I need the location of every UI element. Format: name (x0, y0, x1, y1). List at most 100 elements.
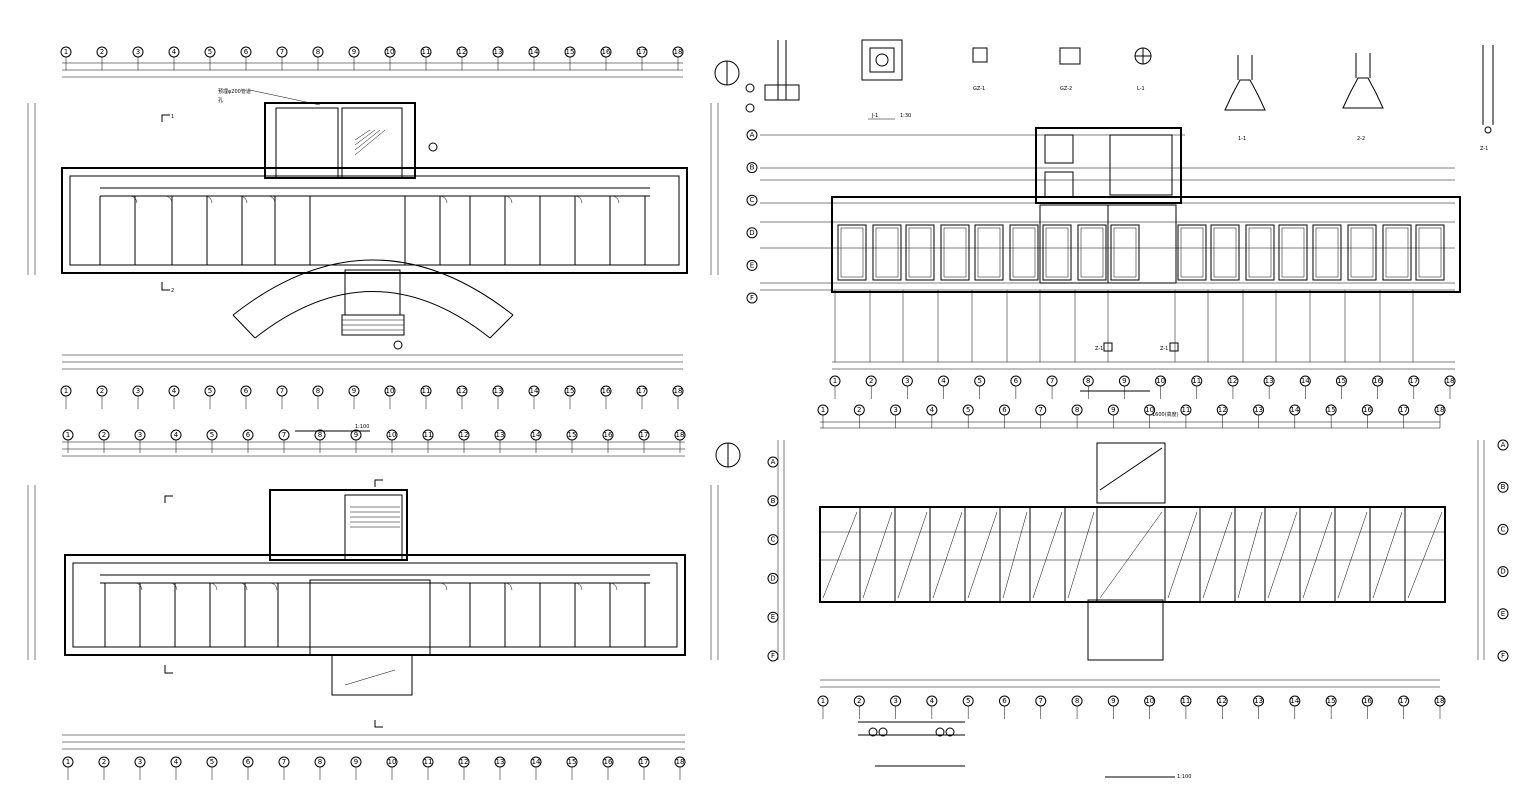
axis-bubble-br-bot-3: 3 (890, 695, 902, 707)
axis-bubble-tr-left-D: D (746, 227, 758, 239)
door-swings (134, 582, 618, 591)
axis-bubble-tl-bot-15: 15 (564, 385, 576, 397)
axis-bubble-br-left-D: D (767, 572, 779, 584)
svg-text:3: 3 (138, 758, 142, 766)
svg-text:F: F (750, 294, 754, 302)
axis-bubble-tl-top-1: 1 (60, 46, 72, 58)
axis-bubble-br-bot-5: 5 (962, 695, 974, 707)
pipe-note-suffix: 孔 (218, 97, 223, 104)
axis-bubble-bl-bot-5: 5 (206, 756, 218, 768)
axis-bubble-tl-top-3: 3 (132, 46, 144, 58)
axis-bubble-bl-top-5: 5 (206, 429, 218, 441)
axis-bubble-tl-bot-4: 4 (168, 385, 180, 397)
svg-text:12: 12 (458, 48, 467, 56)
svg-text:9: 9 (354, 431, 358, 439)
detail-gz2: GZ-2 (1059, 47, 1081, 92)
svg-text:9: 9 (1111, 697, 1115, 705)
svg-text:11: 11 (422, 48, 431, 56)
axis-bubble-bl-top-7: 7 (278, 429, 290, 441)
svg-text:3: 3 (905, 377, 909, 385)
axis-bubble-br-left-C: C (767, 534, 779, 546)
axis-bubble-tr-bot-16: 16 (1372, 375, 1384, 387)
axis-bubble-bl-bot-17: 17 (638, 756, 650, 768)
axis-bubble-br-top-1: 1 (817, 404, 829, 416)
axis-bubble-tl-bot-3: 3 (132, 385, 144, 397)
svg-text:D: D (749, 229, 754, 237)
north-arrow-icon (714, 60, 740, 86)
svg-text:F: F (1501, 652, 1505, 660)
axis-bubble-br-right-A: A (1497, 439, 1509, 451)
plan-scale: 1:100 (355, 424, 369, 430)
axis-bubble-br-right-B: B (1497, 481, 1509, 493)
detail-l1-label: L-1 (1137, 86, 1145, 92)
axis-bubble-bl-bot-16: 16 (602, 756, 614, 768)
axis-bubble-br-top-13: 13 (1253, 404, 1265, 416)
svg-text:18: 18 (674, 387, 683, 395)
detail-gz1: GZ-1 (972, 47, 988, 92)
roof-top-note: 1600(高度) (1152, 411, 1179, 418)
axis-bubble-br-right-C: C (1497, 523, 1509, 535)
axis-bubble-tl-top-7: 7 (276, 46, 288, 58)
rebar-legend-icon (858, 721, 965, 737)
axis-bubble-tr-left-C: C (746, 194, 758, 206)
axis-bubble-bl-bot-7: 7 (278, 756, 290, 768)
svg-text:16: 16 (602, 387, 611, 395)
stair-top-left (354, 129, 386, 156)
svg-text:12: 12 (1218, 697, 1227, 705)
axis-bubble-tr-left-E: E (746, 259, 758, 271)
axis-bubble-br-bot-9: 9 (1107, 695, 1119, 707)
axis-bubble-tl-top-17: 17 (636, 46, 648, 58)
detail-1-1: 1-1 (1224, 55, 1266, 142)
room-partitions (104, 583, 646, 647)
svg-text:13: 13 (496, 758, 505, 766)
svg-text:16: 16 (604, 758, 613, 766)
axis-bubble-bl-top-10: 10 (386, 429, 398, 441)
axis-bubble-bl-top-13: 13 (494, 429, 506, 441)
svg-text:1: 1 (833, 377, 837, 385)
axis-bubble-tl-bot-10: 10 (384, 385, 396, 397)
svg-text:8: 8 (1086, 377, 1090, 385)
svg-text:13: 13 (1254, 406, 1263, 414)
axis-bubble-bl-top-15: 15 (566, 429, 578, 441)
axis-bubble-bl-bot-13: 13 (494, 756, 506, 768)
axis-bubble-tl-top-15: 15 (564, 46, 576, 58)
slab-panels (819, 507, 1446, 602)
svg-text:C: C (1501, 525, 1506, 533)
svg-text:4: 4 (930, 406, 935, 414)
axis-bubble-tl-bot-17: 17 (636, 385, 648, 397)
axis-bubble-br-top-15: 15 (1325, 404, 1337, 416)
svg-text:2: 2 (100, 387, 104, 395)
axis-bubble-br-bot-12: 12 (1216, 695, 1228, 707)
svg-text:4: 4 (172, 48, 177, 56)
axis-bubble-tl-bot-5: 5 (204, 385, 216, 397)
axis-bubble-tr-bot-5: 5 (974, 375, 986, 387)
axis-bubble-br-left-B: B (767, 495, 779, 507)
svg-text:10: 10 (1156, 377, 1165, 385)
axis-bubble-tl-bot-16: 16 (600, 385, 612, 397)
section-mark-2: 2 (171, 288, 174, 294)
svg-text:8: 8 (318, 758, 322, 766)
detail-j1-label: J-1 (871, 113, 878, 119)
svg-text:16: 16 (602, 48, 611, 56)
axis-bubble-bl-top-3: 3 (134, 429, 146, 441)
svg-text:5: 5 (208, 48, 212, 56)
svg-text:2: 2 (102, 431, 106, 439)
svg-text:3: 3 (136, 48, 140, 56)
svg-text:11: 11 (1181, 406, 1190, 414)
detail-section-left (745, 40, 800, 113)
axis-bubble-tr-bot-13: 13 (1263, 375, 1275, 387)
svg-text:16: 16 (1373, 377, 1382, 385)
stair-bottom-left (350, 506, 400, 528)
axis-bubble-br-top-5: 5 (962, 404, 974, 416)
axis-bubble-br-bot-10: 10 (1144, 695, 1156, 707)
detail-z1-label: Z-1 (1480, 146, 1488, 152)
axis-bubble-br-bot-2: 2 (853, 695, 865, 707)
detail-gz2-label: GZ-2 (1060, 86, 1072, 92)
svg-text:7: 7 (282, 758, 286, 766)
svg-text:6: 6 (1014, 377, 1019, 385)
svg-text:17: 17 (638, 387, 647, 395)
